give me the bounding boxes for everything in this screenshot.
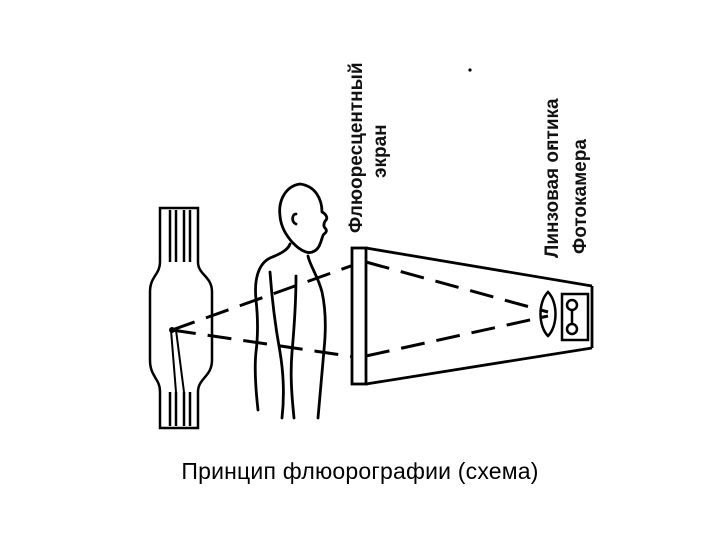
lens-icon — [539, 290, 557, 338]
light-paths — [365, 260, 549, 358]
speck — [468, 68, 472, 72]
camera-icon — [560, 292, 590, 342]
person-icon — [253, 182, 329, 420]
screen-label-line2: экран — [370, 124, 391, 178]
x-ray-tube-icon — [148, 206, 214, 430]
screen-icon — [350, 246, 594, 386]
optics-label: Линзовая оптика Фотокамера — [542, 98, 591, 258]
speck — [550, 144, 554, 148]
screen-label-line1: Флюоресцентный — [346, 62, 367, 233]
x-ray-beam — [171, 260, 363, 360]
optics-label-line1: Линзовая оптика — [542, 98, 563, 258]
screen-label: Флюоресцентный экран — [346, 62, 391, 233]
diagram-caption: Принцип флюорографии (схема) — [181, 458, 539, 484]
optics-label-line2: Фотокамера — [570, 139, 591, 254]
